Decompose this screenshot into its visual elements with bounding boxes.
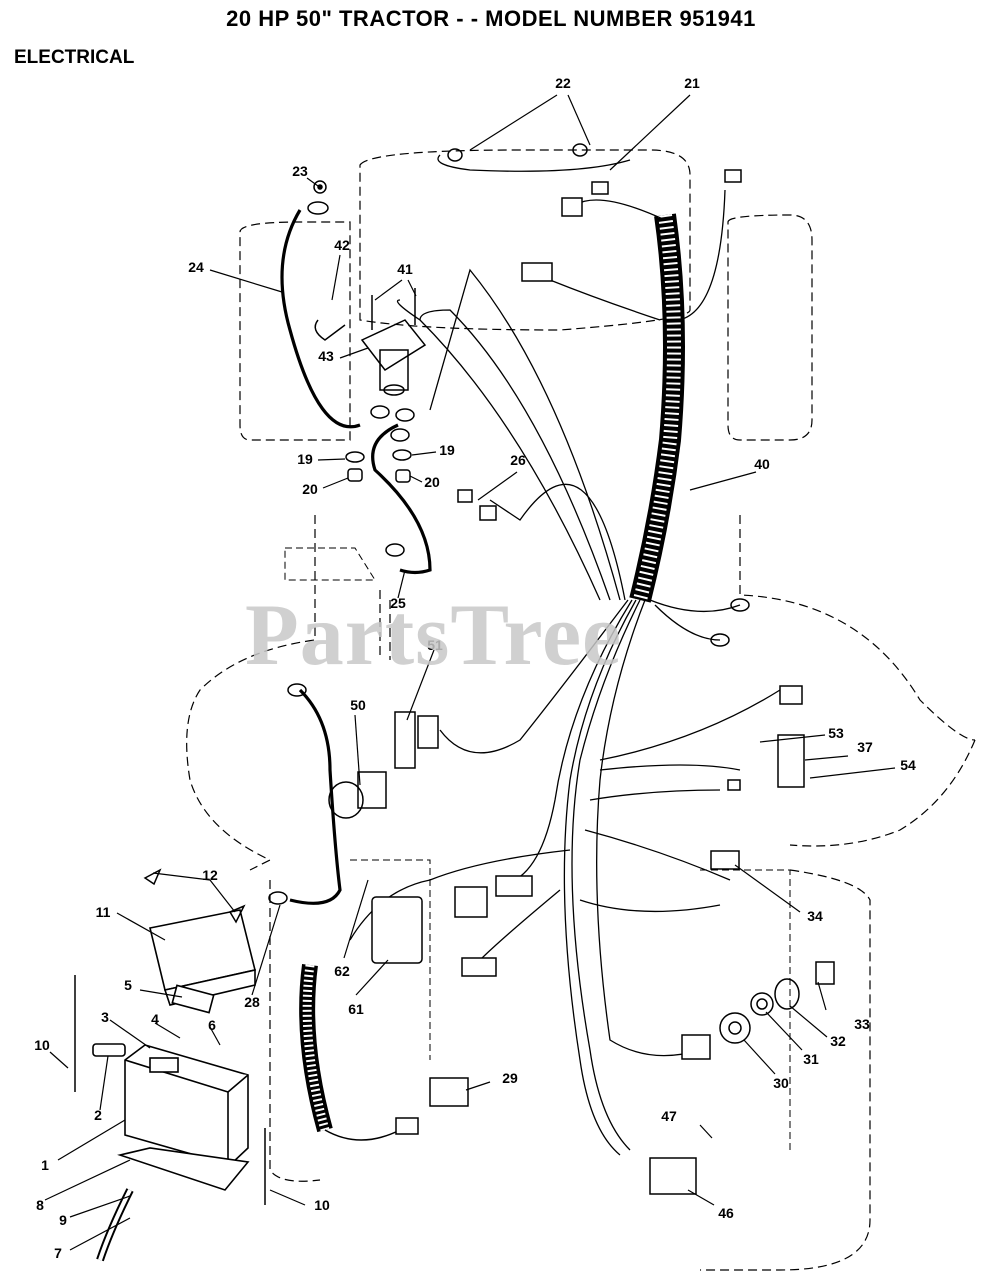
callout-43: 43 <box>318 348 334 364</box>
callout-10: 10 <box>34 1037 50 1053</box>
callout-6: 6 <box>208 1017 216 1033</box>
watermark: PartsTree <box>245 587 623 684</box>
callout-50: 50 <box>350 697 366 713</box>
callout-22: 22 <box>555 75 571 91</box>
callout-4: 4 <box>151 1011 159 1027</box>
callout-25: 25 <box>390 595 406 611</box>
battery-rods <box>74 868 266 1205</box>
connectors <box>371 169 835 1195</box>
terminals <box>268 143 750 905</box>
callout-7: 7 <box>54 1245 62 1261</box>
callout-47: 47 <box>661 1108 677 1124</box>
callout-8: 8 <box>36 1197 44 1213</box>
callout-32: 32 <box>830 1033 846 1049</box>
callout-37: 37 <box>857 739 873 755</box>
battery-assembly <box>92 909 256 1262</box>
cables <box>280 209 432 905</box>
tractor-outline <box>186 149 976 1271</box>
callout-61: 61 <box>348 1001 364 1017</box>
callout-33: 33 <box>854 1016 870 1032</box>
callout-42: 42 <box>334 237 350 253</box>
callout-3: 3 <box>101 1009 109 1025</box>
callout-62: 62 <box>334 963 350 979</box>
callout-54: 54 <box>900 757 916 773</box>
callout-19: 19 <box>439 442 455 458</box>
callout-26: 26 <box>510 452 526 468</box>
callout-40: 40 <box>754 456 770 472</box>
callout-30: 30 <box>773 1075 789 1091</box>
callout-11: 11 <box>96 904 111 920</box>
callout-51: 51 <box>427 637 443 653</box>
callout-24: 24 <box>188 259 204 275</box>
leader-lines <box>44 94 896 1251</box>
callout-29: 29 <box>502 1070 518 1086</box>
ignition-switch <box>328 771 800 1044</box>
harness-wires <box>349 154 781 1156</box>
solenoid <box>314 288 427 396</box>
callout-19: 19 <box>297 451 313 467</box>
harness-conduit <box>629 213 685 603</box>
callout-20: 20 <box>424 474 440 490</box>
callout-46: 46 <box>718 1205 734 1221</box>
callout-31: 31 <box>803 1051 819 1067</box>
diagram-title: 20 HP 50" TRACTOR - - MODEL NUMBER 95194… <box>226 6 756 31</box>
callout-21: 21 <box>684 75 700 91</box>
callout-20: 20 <box>302 481 318 497</box>
callout-53: 53 <box>828 725 844 741</box>
callout-41: 41 <box>397 261 413 277</box>
frame-dashed-detail <box>284 547 791 1150</box>
callout-23: 23 <box>292 163 308 179</box>
callout-34: 34 <box>807 908 823 924</box>
callout-5: 5 <box>124 977 132 993</box>
callout-12: 12 <box>202 867 218 883</box>
callout-2: 2 <box>94 1107 102 1123</box>
callout-28: 28 <box>244 994 260 1010</box>
section-label: ELECTRICAL <box>14 47 135 68</box>
callout-9: 9 <box>59 1212 67 1228</box>
callout-1: 1 <box>41 1157 49 1173</box>
callout-10: 10 <box>314 1197 330 1213</box>
